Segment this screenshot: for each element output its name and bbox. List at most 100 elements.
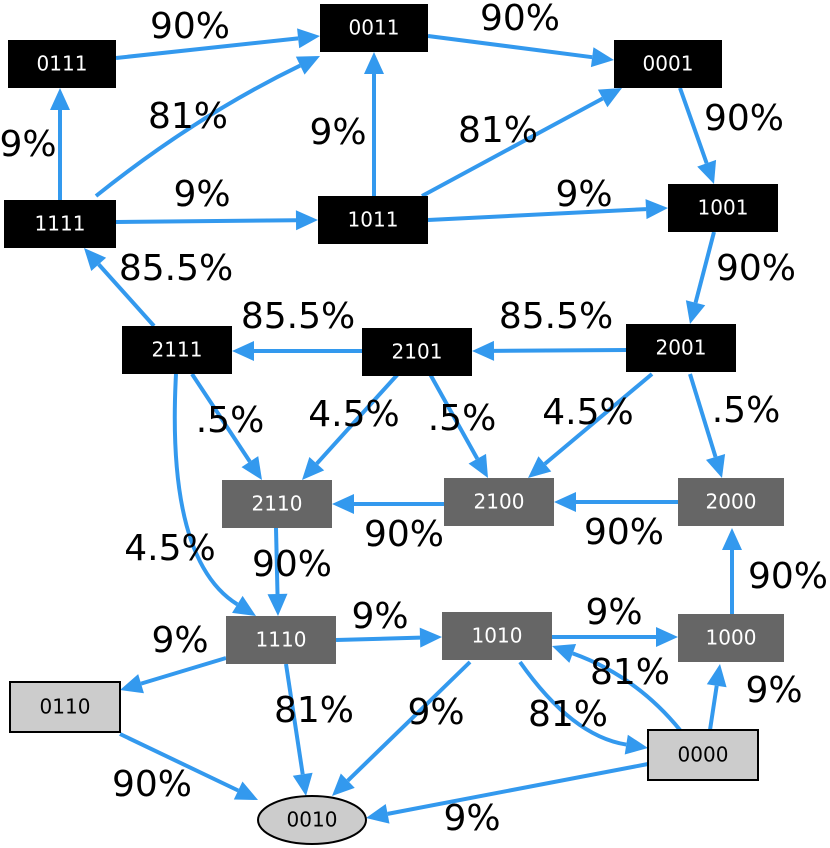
node-shape: [318, 196, 428, 244]
node-label: 1111: [35, 212, 86, 236]
edge-line: [688, 373, 718, 458]
node-shape: [647, 729, 759, 781]
node-shape: [678, 478, 784, 526]
edge-probability-label: .5%: [196, 400, 265, 441]
edge-n2111-to-n2110: .5%: [190, 372, 265, 480]
edge-arrowhead-18: [332, 494, 354, 514]
edge-probability-label: 90%: [252, 544, 332, 585]
node-label: 2101: [392, 340, 443, 364]
state-node-1010: 1010: [442, 612, 552, 660]
node-shape: [222, 480, 332, 528]
edge-line: [493, 348, 627, 353]
edge-line: [678, 87, 709, 164]
node-label: 1011: [348, 208, 399, 232]
node-shape: [8, 40, 116, 88]
edge-probability-label: 90%: [480, 0, 560, 39]
edge-line: [119, 732, 240, 793]
edge-arrowhead-9: [84, 248, 107, 272]
node-label: 2001: [656, 336, 707, 360]
node-shape: [257, 795, 367, 845]
edge-line: [421, 96, 604, 198]
edge-arrowhead-23: [419, 627, 442, 648]
edge-line: [115, 218, 297, 224]
edge-line: [94, 63, 302, 198]
edge-n2101-to-n2111: 85.5%: [232, 296, 362, 361]
edge-n0001-to-n1001: 90%: [678, 87, 784, 184]
edge-arrowhead-14: [302, 456, 325, 480]
state-node-2000: 2000: [678, 478, 784, 526]
edge-arrowhead-27: [332, 773, 355, 796]
node-shape: [444, 478, 554, 526]
edge-n2001-to-n2100: 4.5%: [528, 372, 654, 478]
edge-n2001-to-n2101: 85.5%: [472, 296, 627, 361]
edge-probability-label: 9%: [0, 124, 57, 165]
edge-n0000-to-n0010: 9%: [366, 762, 649, 839]
edge-line: [274, 527, 280, 595]
edge-probability-label: 9%: [745, 670, 802, 711]
edge-n1000-to-n2000: 90%: [722, 528, 828, 614]
edge-probability-label: 9%: [309, 112, 366, 153]
node-shape: [668, 184, 778, 232]
edge-probability-label: 9%: [351, 596, 408, 637]
edge-n2100-to-n2110: 90%: [332, 494, 444, 555]
node-shape: [122, 326, 232, 374]
edge-probability-label: 81%: [148, 96, 228, 137]
edge-probability-label: 90%: [364, 514, 444, 555]
state-node-1011: 1011: [318, 196, 428, 244]
edge-probability-label: 85.5%: [499, 296, 613, 337]
edge-n1111-to-n0111: 9%: [0, 88, 70, 200]
edge-n2111-to-n1110: 4.5%: [124, 373, 256, 616]
edge-line: [97, 263, 156, 328]
edge-arrowhead-12: [685, 300, 706, 324]
edge-line: [115, 36, 299, 60]
edge-arrowhead-17: [705, 454, 726, 478]
state-node-1111: 1111: [4, 200, 116, 248]
edge-n2111-to-n1111: 85.5%: [84, 248, 233, 328]
edge-probability-label: 4.5%: [542, 392, 633, 433]
edge-probability-label: 90%: [704, 98, 784, 139]
edge-probability-label: 4.5%: [124, 528, 215, 569]
edge-probability-label: 81%: [458, 110, 538, 151]
edge-probability-label: 9%: [443, 798, 500, 839]
edge-line: [708, 685, 719, 731]
edge-n0110-to-n0010: 90%: [112, 732, 258, 805]
edge-line: [190, 372, 252, 463]
edge-line: [140, 656, 227, 686]
edge-n1011-to-n1001: 9%: [427, 174, 668, 222]
edge-n1110-to-n0110: 9%: [120, 620, 227, 694]
state-node-0010: 0010: [257, 795, 367, 845]
edge-arrowhead-22: [722, 528, 742, 550]
edge-probability-label: 9%: [173, 174, 230, 215]
state-node-2001: 2001: [626, 324, 736, 372]
edge-n2101-to-n2110: 4.5%: [302, 372, 400, 480]
edge-line: [543, 372, 654, 466]
edge-arrowhead-16: [528, 456, 552, 478]
node-label: 0010: [287, 808, 338, 832]
state-node-0111: 0111: [8, 40, 116, 88]
node-label: 2110: [252, 492, 303, 516]
node-shape: [614, 40, 722, 88]
edge-probability-label: 90%: [150, 6, 230, 47]
node-label: 1000: [706, 626, 757, 650]
edge-line: [172, 373, 239, 607]
state-node-0000: 0000: [647, 729, 759, 781]
edge-arrowhead-20: [232, 595, 256, 616]
node-shape: [442, 612, 552, 660]
edge-probability-label: .5%: [712, 390, 781, 431]
node-label: 1010: [472, 624, 523, 648]
edge-line: [693, 231, 716, 304]
edge-probability-label: 90%: [716, 248, 796, 289]
node-label: 0001: [643, 52, 694, 76]
state-node-0001: 0001: [614, 40, 722, 88]
edge-line: [428, 373, 480, 460]
edge-probability-label: 81%: [528, 694, 608, 735]
edge-arrowhead-19: [554, 492, 576, 512]
edge-line: [284, 663, 305, 775]
node-shape: [9, 681, 121, 733]
node-label: 0110: [40, 695, 91, 719]
edge-n1001-to-n2001: 90%: [685, 231, 796, 324]
edge-arrowhead-10: [232, 341, 254, 361]
edge-line: [346, 660, 472, 783]
edge-n1110-to-n0010: 81%: [274, 663, 354, 796]
